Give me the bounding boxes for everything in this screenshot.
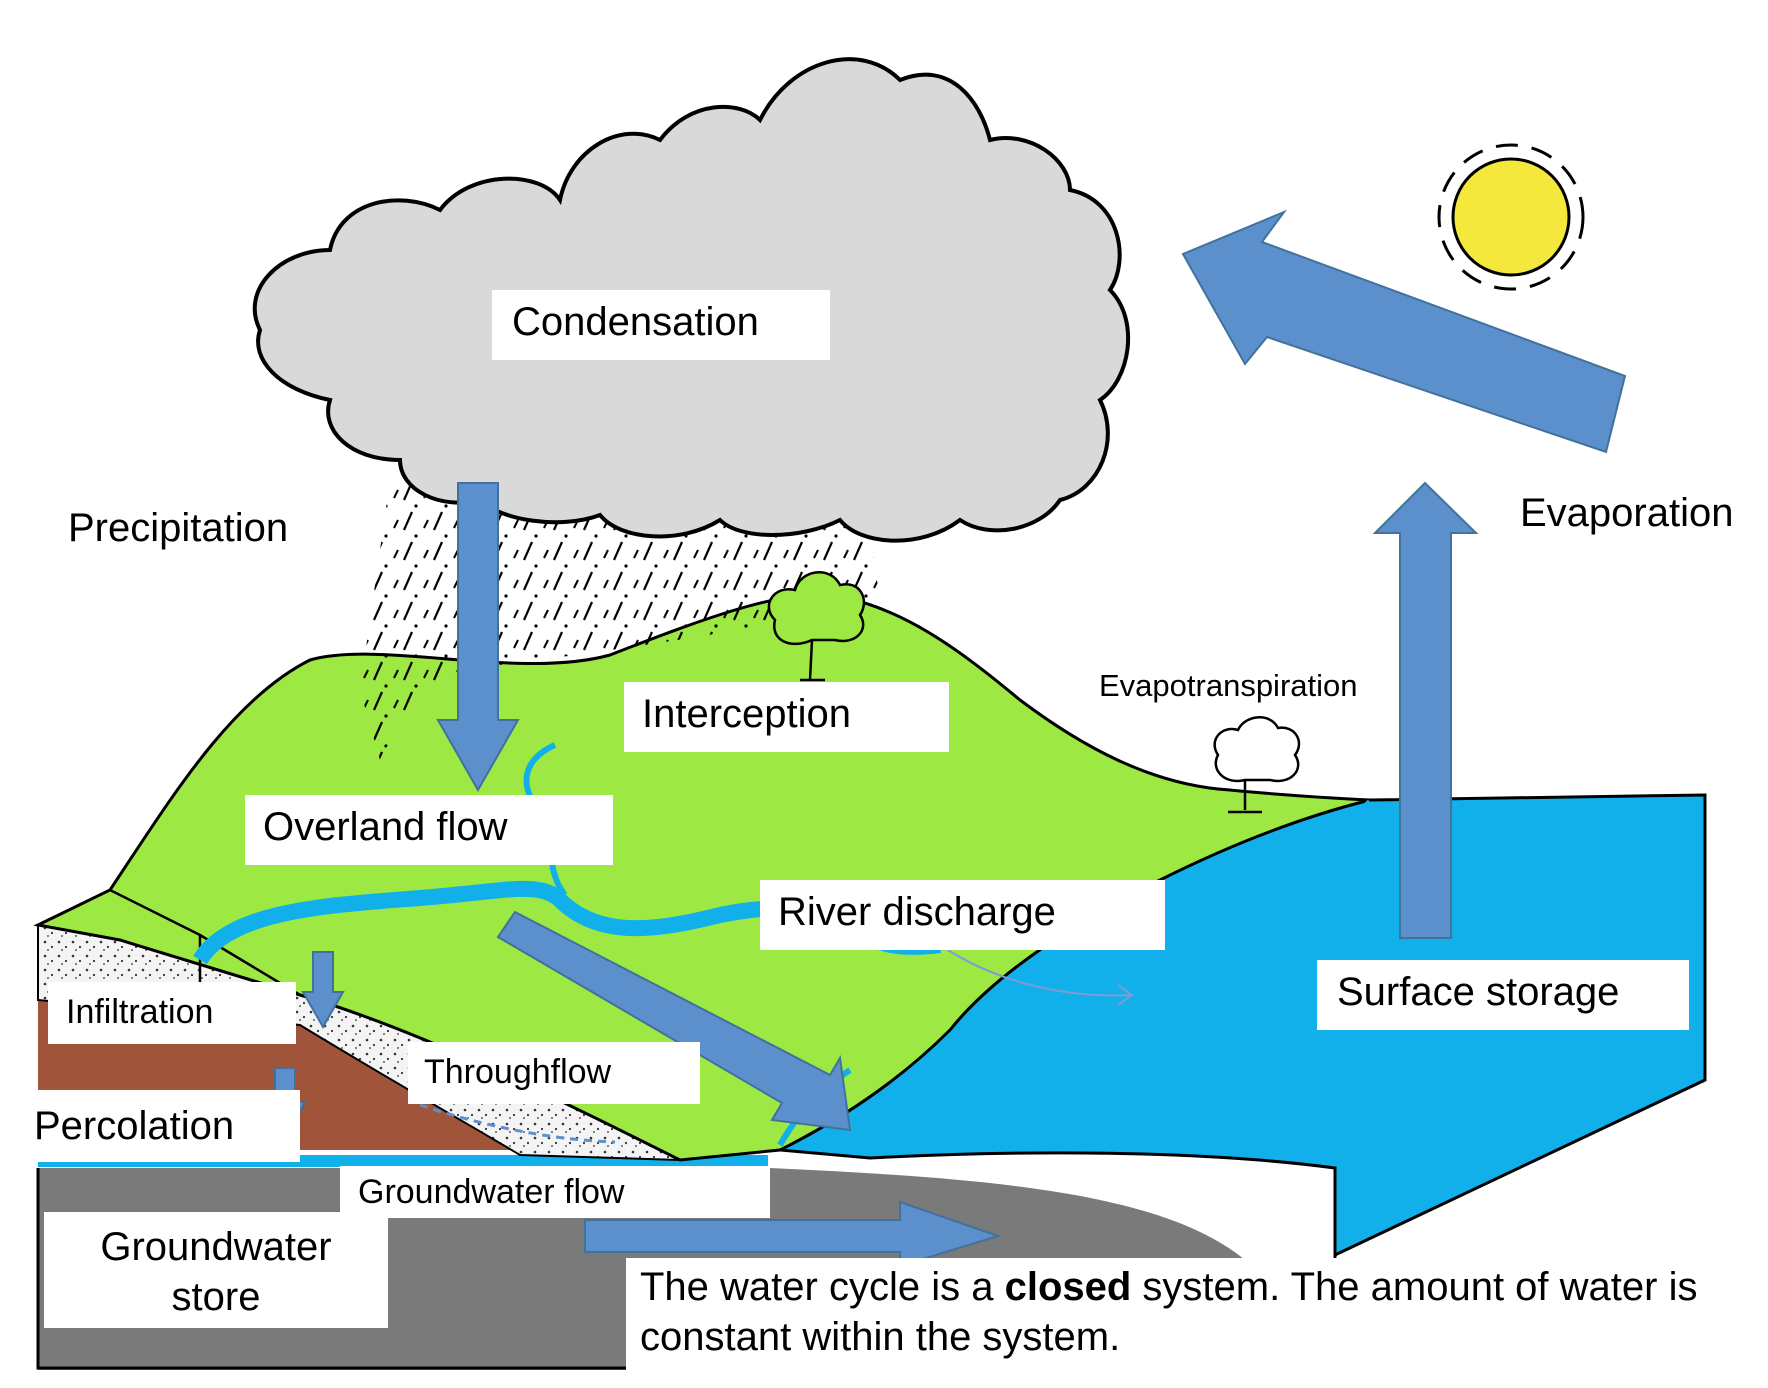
evapotranspiration-label: Evapotranspiration: [1099, 668, 1358, 703]
infiltration-arrow: [301, 951, 345, 1030]
groundwater-flow-label: Groundwater flow: [340, 1166, 770, 1218]
caption-bold: closed: [1004, 1265, 1132, 1309]
sun-icon: [1437, 143, 1585, 291]
tree-icon: [767, 571, 866, 682]
groundwater-store-label: Groundwater store: [44, 1212, 388, 1328]
caption-text: The water cycle is a closed system. The …: [626, 1258, 1768, 1388]
condensation-label: Condensation: [492, 290, 830, 360]
river-flow-arrow: [939, 944, 1131, 997]
caption-before: The water cycle is a: [640, 1265, 1005, 1309]
evaporation-label: Evaporation: [1520, 491, 1734, 535]
percolation-label: Percolation: [28, 1090, 300, 1162]
groundwater-store-line1: Groundwater: [100, 1225, 332, 1269]
evaporation-big-arrow: [1181, 209, 1627, 454]
groundwater-store-line2: store: [171, 1275, 261, 1319]
throughflow-label: Throughflow: [408, 1042, 700, 1104]
tree-icon: [1213, 716, 1301, 814]
infiltration-label: Infiltration: [48, 982, 296, 1044]
precipitation-arrow: [436, 482, 520, 793]
caption-after: system. The amount of water is constant …: [640, 1265, 1698, 1359]
river-discharge-label: River discharge: [760, 880, 1165, 950]
throughflow-arrow: [419, 1103, 616, 1144]
surface-storage-label: Surface storage: [1317, 960, 1689, 1030]
precipitation-label: Precipitation: [68, 506, 289, 550]
overland-flow-label: Overland flow: [245, 795, 613, 865]
groundwater-flow-arrow: [584, 1200, 1002, 1268]
evaporation-up-arrow: [1372, 481, 1479, 939]
interception-label: Interception: [624, 682, 949, 752]
river-discharge-arrow: [496, 910, 852, 1132]
